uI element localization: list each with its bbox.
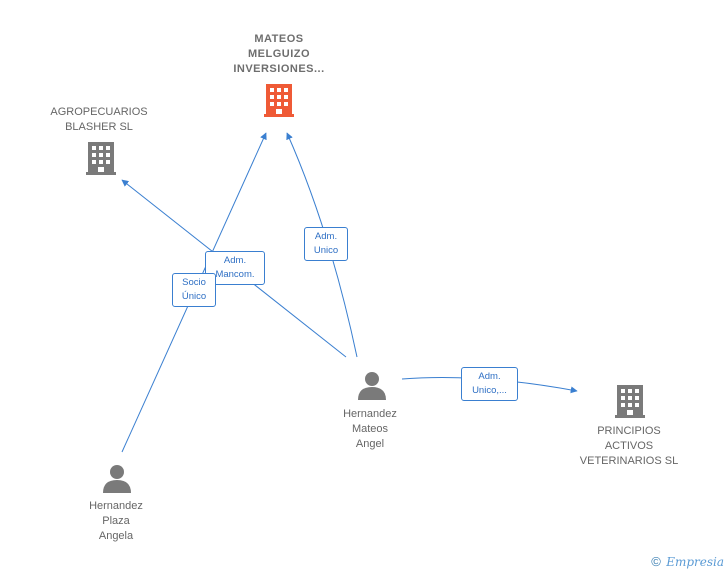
copyright-symbol: © — [651, 554, 661, 569]
footer-brand[interactable]: © Empresia — [651, 554, 724, 569]
building-icon[interactable] — [264, 84, 294, 117]
company-label-agropecuarios[interactable]: AGROPECUARIOS BLASHER SL — [50, 106, 148, 133]
person-label-hernandez-plaza[interactable]: Hernandez Plaza Angela — [89, 500, 143, 542]
edge-label-adm-unico-principios[interactable]: Adm. Unico,... — [461, 367, 518, 401]
edge-label-socio-unico[interactable]: Socio Único — [172, 273, 216, 307]
person-label-hernandez-mateos[interactable]: Hernandez Mateos Angel — [343, 408, 397, 450]
empresia-logo: Empresia — [666, 555, 724, 569]
person-icon[interactable] — [103, 465, 131, 493]
building-icon[interactable] — [615, 385, 645, 418]
company-label-mateos-melguizo[interactable]: MATEOS MELGUIZO INVERSIONES... — [233, 33, 325, 75]
building-icon[interactable] — [86, 142, 116, 175]
company-label-principios[interactable]: PRINCIPIOS ACTIVOS VETERINARIOS SL — [579, 425, 679, 467]
person-icon[interactable] — [358, 372, 386, 400]
edge-label-adm-unico-mateos[interactable]: Adm. Unico — [304, 227, 348, 261]
